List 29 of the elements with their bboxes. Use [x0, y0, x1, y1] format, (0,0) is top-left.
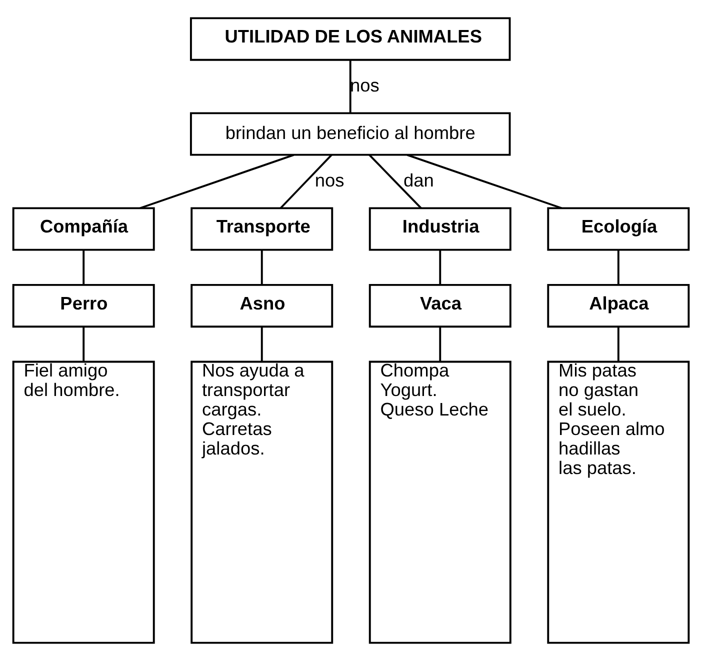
edge-label: nos — [314, 170, 344, 190]
connector — [260, 250, 263, 284]
connector — [140, 153, 294, 209]
connector — [617, 326, 620, 362]
connector — [368, 154, 422, 208]
node-box: Asno — [190, 283, 334, 328]
connector — [280, 154, 332, 208]
edge-label: dan — [403, 170, 434, 190]
connector — [82, 250, 85, 284]
connector — [406, 153, 562, 209]
node-box: UTILIDAD DE LOS ANIMALES — [190, 16, 511, 60]
node-box: Mis patas no gastan el suelo. Poseen almohadillas las patas. — [547, 360, 690, 644]
node-box: brindan un beneficio al hombre — [190, 112, 511, 156]
node-box: Chompa Yogurt. Queso Leche — [368, 360, 512, 644]
node-box: Perro — [12, 283, 155, 328]
node-box: Fiel amigo del hombre. — [12, 360, 155, 644]
connector — [617, 250, 620, 284]
node-box: Vaca — [368, 283, 512, 328]
node-box: Compañía — [12, 206, 155, 250]
node-box: Transporte — [190, 206, 334, 250]
node-box: Ecología — [547, 206, 690, 250]
connector — [260, 326, 263, 362]
node-box: Nos ayuda a transportar cargas. Carretas jalados. — [190, 360, 334, 644]
connector — [82, 326, 85, 362]
connector — [439, 250, 442, 284]
connector — [349, 59, 352, 113]
node-box: Alpaca — [547, 283, 690, 328]
node-box: Industria — [368, 206, 512, 250]
connector — [439, 326, 442, 362]
